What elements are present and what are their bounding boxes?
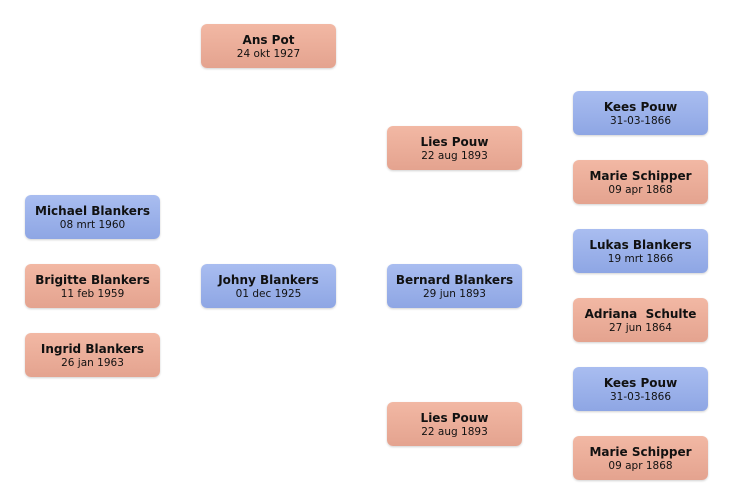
- person-name: Kees Pouw: [603, 376, 678, 390]
- person-name: Ans Pot: [242, 33, 295, 47]
- person-name: Lies Pouw: [420, 135, 489, 149]
- person-card-lies-pouw[interactable]: Lies Pouw 22 aug 1893: [387, 402, 522, 446]
- person-name: Johny Blankers: [218, 273, 319, 287]
- person-card-michael-blankers[interactable]: Michael Blankers 08 mrt 1960: [25, 195, 160, 239]
- person-date: 09 apr 1868: [608, 184, 673, 196]
- person-date: 08 mrt 1960: [59, 219, 126, 231]
- person-card-ingrid-blankers[interactable]: Ingrid Blankers 26 jan 1963: [25, 333, 160, 377]
- person-name: Marie Schipper: [589, 169, 692, 183]
- person-card-marie-schipper[interactable]: Marie Schipper 09 apr 1868: [573, 436, 708, 480]
- person-date: 09 apr 1868: [608, 460, 673, 472]
- person-card-kees-pouw[interactable]: Kees Pouw 31-03-1866: [573, 367, 708, 411]
- person-name: Lies Pouw: [420, 411, 489, 425]
- person-name: Michael Blankers: [35, 204, 150, 218]
- person-card-adriana-schulte[interactable]: Adriana Schulte 27 jun 1864: [573, 298, 708, 342]
- person-card-marie-schipper[interactable]: Marie Schipper 09 apr 1868: [573, 160, 708, 204]
- person-date: 19 mrt 1866: [607, 253, 674, 265]
- person-card-johny-blankers[interactable]: Johny Blankers 01 dec 1925: [201, 264, 336, 308]
- person-date: 22 aug 1893: [421, 150, 488, 162]
- person-name: Bernard Blankers: [395, 273, 514, 287]
- person-date: 11 feb 1959: [60, 288, 125, 300]
- person-card-lukas-blankers[interactable]: Lukas Blankers 19 mrt 1866: [573, 229, 708, 273]
- person-name: Marie Schipper: [589, 445, 692, 459]
- person-card-bernard-blankers[interactable]: Bernard Blankers 29 jun 1893: [387, 264, 522, 308]
- person-name: Lukas Blankers: [589, 238, 692, 252]
- person-card-kees-pouw[interactable]: Kees Pouw 31-03-1866: [573, 91, 708, 135]
- person-date: 26 jan 1963: [61, 357, 124, 369]
- person-date: 22 aug 1893: [421, 426, 488, 438]
- person-name: Ingrid Blankers: [40, 342, 145, 356]
- person-date: 31-03-1866: [609, 391, 672, 403]
- person-name: Kees Pouw: [603, 100, 678, 114]
- person-name: Adriana Schulte: [584, 307, 697, 321]
- person-card-brigitte-blankers[interactable]: Brigitte Blankers 11 feb 1959: [25, 264, 160, 308]
- person-date: 29 jun 1893: [423, 288, 486, 300]
- person-name: Brigitte Blankers: [35, 273, 150, 287]
- person-card-lies-pouw[interactable]: Lies Pouw 22 aug 1893: [387, 126, 522, 170]
- person-date: 24 okt 1927: [236, 48, 301, 60]
- person-date: 27 jun 1864: [609, 322, 672, 334]
- person-date: 01 dec 1925: [235, 288, 302, 300]
- person-card-ans-pot[interactable]: Ans Pot 24 okt 1927: [201, 24, 336, 68]
- person-date: 31-03-1866: [609, 115, 672, 127]
